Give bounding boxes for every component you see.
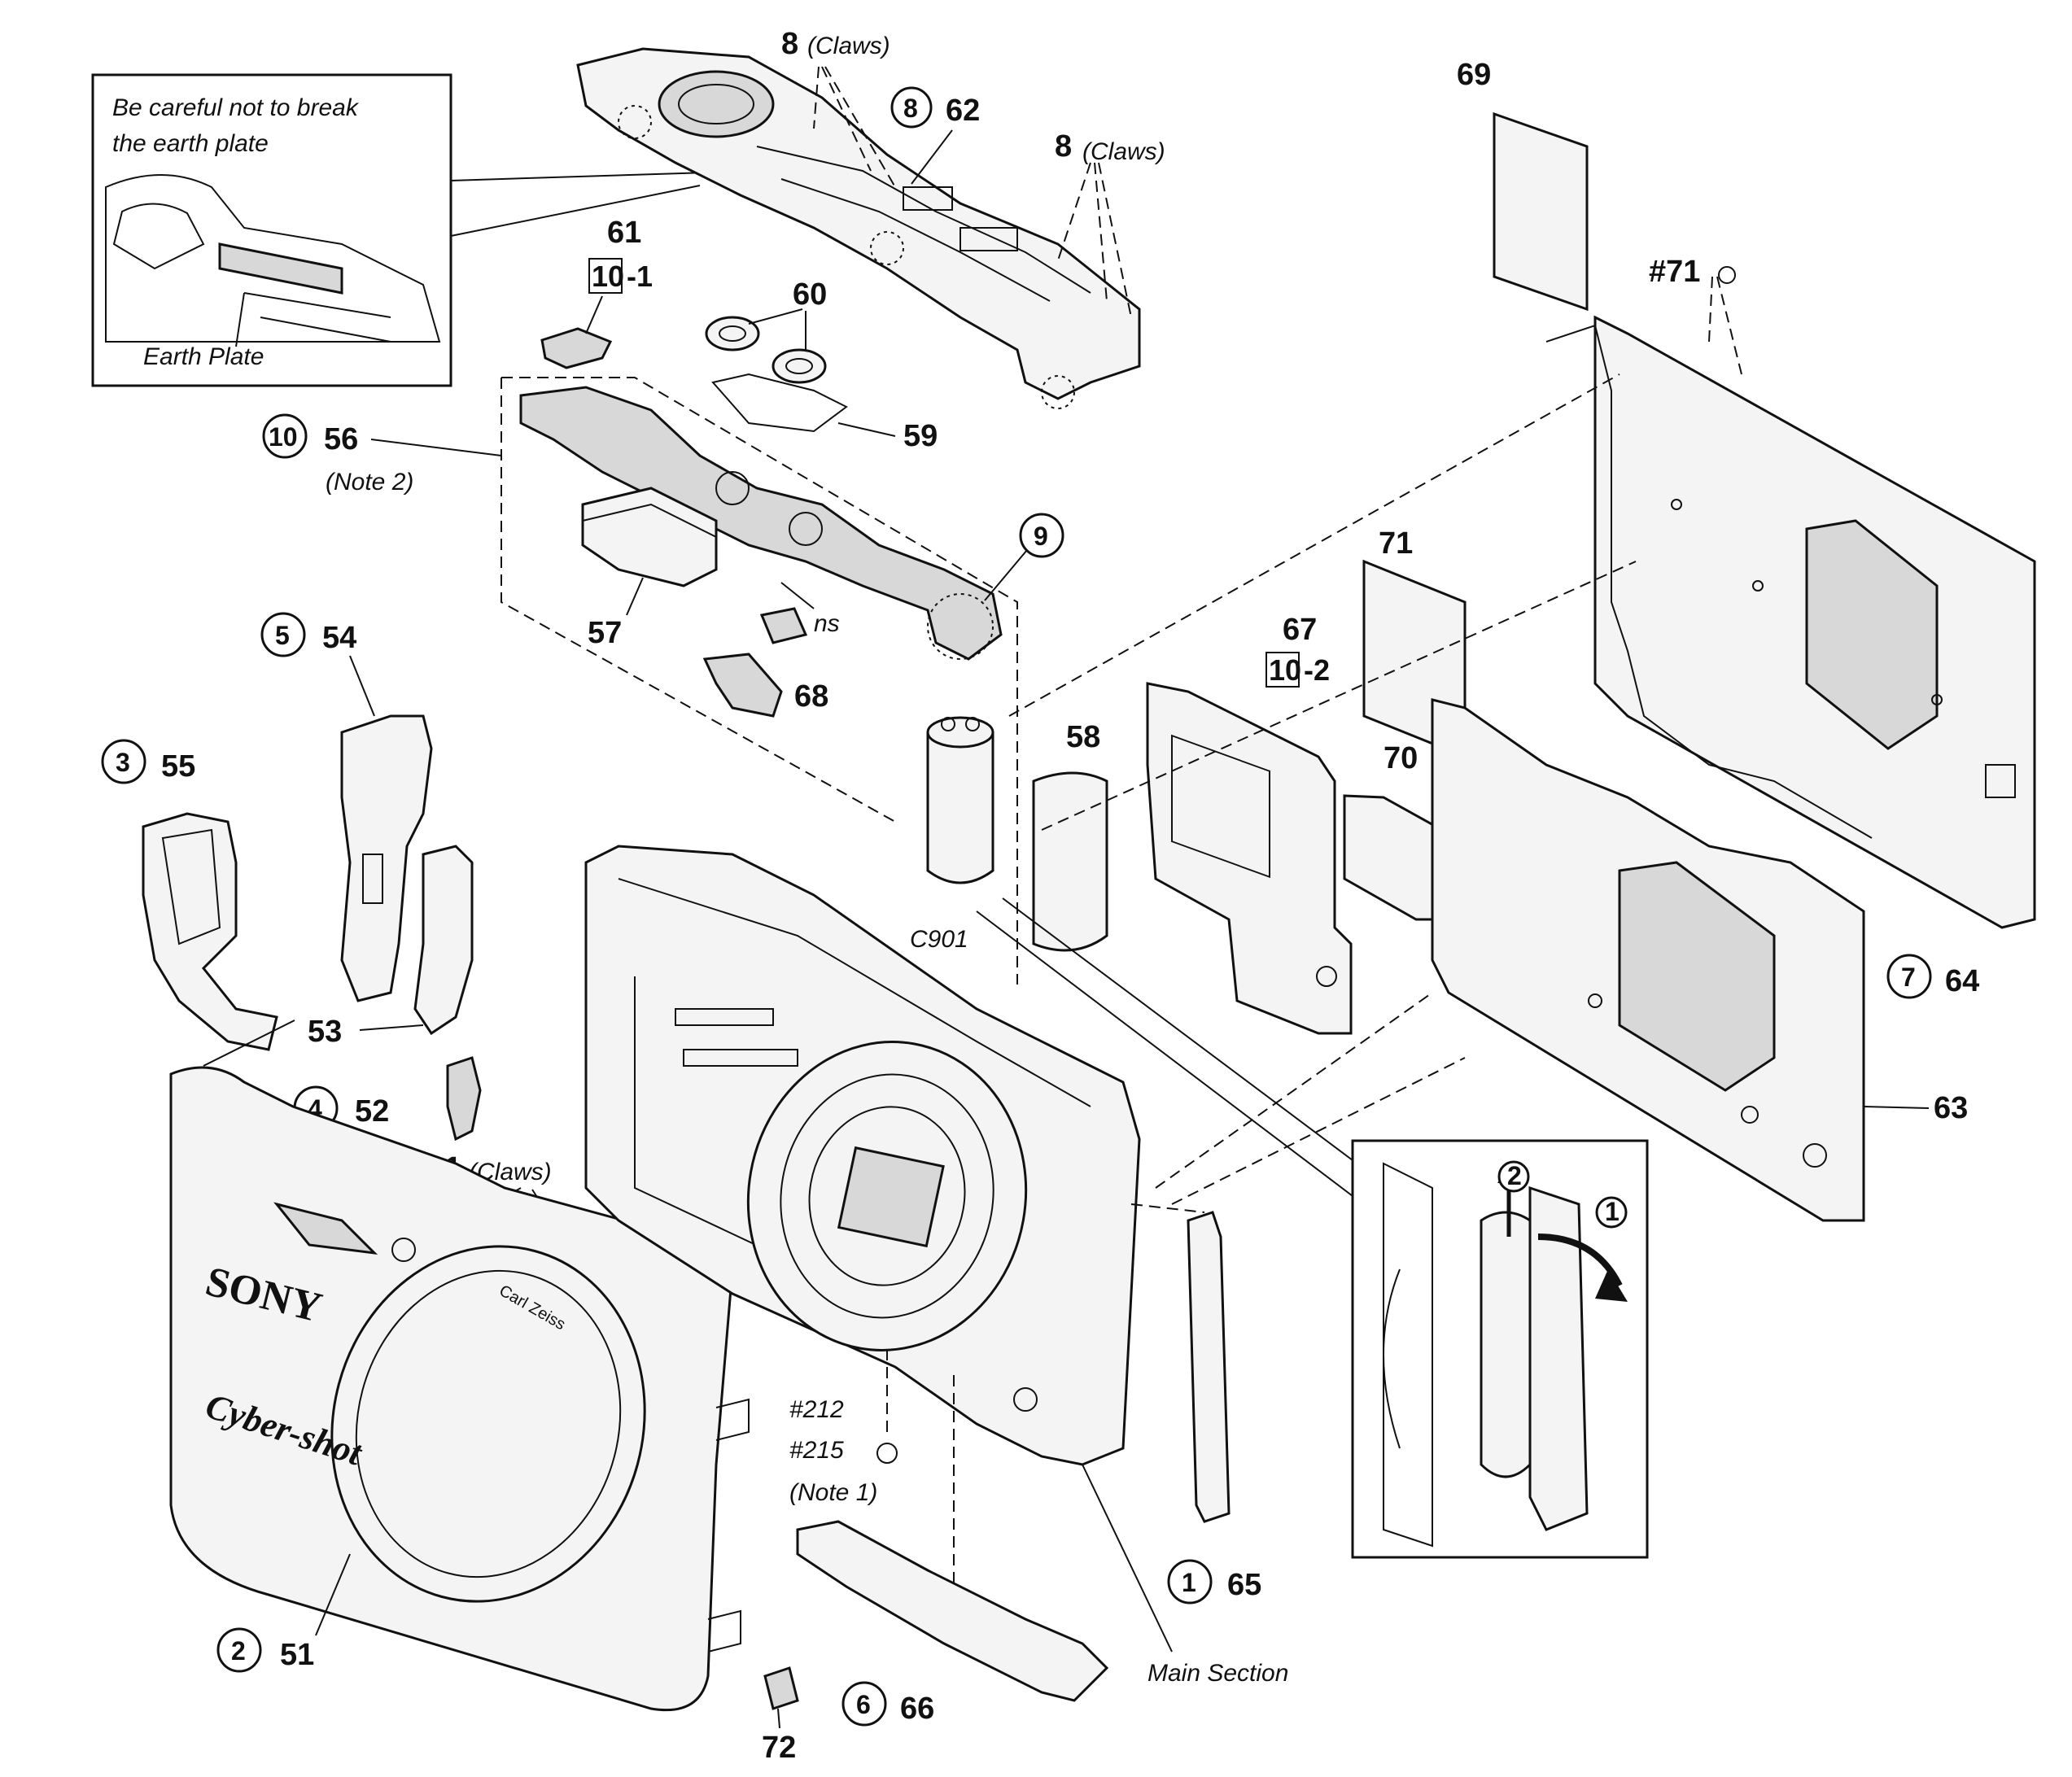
part-label-66: 66 (900, 1692, 934, 1726)
part-69-sheet (1493, 111, 1589, 312)
part-label-69: 69 (1457, 58, 1491, 92)
detail-step-2-number: 2 (1507, 1161, 1522, 1190)
step-marker-5 (260, 612, 306, 657)
step-10-number: 10 (269, 422, 298, 452)
screw-212 (876, 1443, 898, 1464)
note-1: (Note 1) (789, 1479, 877, 1506)
step-7-number: 7 (1901, 963, 1916, 992)
part-label-71: 71 (1379, 526, 1413, 561)
part-label-65: 65 (1227, 1568, 1261, 1602)
step-9-number: 9 (1034, 522, 1048, 551)
detail-step-2 (1497, 1160, 1530, 1193)
earth-plate-label: Earth Plate (143, 343, 264, 370)
washer-b (772, 348, 827, 384)
part-66-bottom (796, 1520, 1109, 1702)
group-box-56-left (501, 378, 896, 823)
part-label-55: 55 (161, 749, 195, 784)
screw-212-label: #212 (789, 1396, 844, 1423)
screw-71-label: #71 (1649, 255, 1700, 289)
screw-215-label: #215 (789, 1437, 844, 1464)
ns-part (759, 607, 808, 644)
part-label-58: 58 (1066, 720, 1100, 754)
part-label-59: 59 (903, 419, 938, 453)
top-frame-part (576, 47, 1141, 409)
step-3-number: 3 (116, 748, 130, 777)
step-marker-7 (1886, 954, 1932, 999)
part-label-62: 62 (946, 94, 980, 128)
part-label-60: 60 (793, 277, 827, 312)
step-marker-2 (216, 1627, 262, 1673)
part-label-52: 52 (355, 1094, 389, 1129)
step-marker-8 (890, 86, 933, 129)
right-claws-note: (Claws) (1082, 138, 1165, 165)
step-6-number: 6 (856, 1690, 871, 1719)
step-2-number: 2 (231, 1636, 246, 1666)
detail-step-1-number: 1 (1605, 1197, 1620, 1226)
box-10-suffix-2: -2 (1304, 653, 1330, 687)
part-58-sheet (1032, 771, 1108, 952)
box-10-number-2: 10 (1269, 653, 1301, 687)
part-61-sheet (540, 327, 613, 369)
part-label-70: 70 (1384, 741, 1418, 775)
part-ref-box-10-2 (1265, 652, 1300, 688)
part-68-bracket (702, 653, 783, 718)
screw-71 (1718, 266, 1736, 284)
part-label-64: 64 (1945, 964, 1979, 998)
step-marker-3 (101, 739, 146, 784)
step-marker-10 (262, 413, 308, 459)
part-59-sheet (711, 373, 848, 433)
step-marker-6 (841, 1681, 887, 1727)
part-label-56: 56 (324, 422, 358, 456)
part-54-bracket (340, 714, 433, 1002)
part-label-51: 51 (280, 1638, 314, 1672)
part-52-clip (446, 1056, 482, 1142)
part-label-54: 54 (322, 621, 356, 655)
capacitor-detail-inset: 2 1 (1351, 1139, 1649, 1559)
earth-note-line1: Be careful not to break (112, 94, 360, 121)
part-65-side (1187, 1211, 1231, 1523)
box-10-suffix-1: -1 (627, 260, 653, 293)
step-1-number: 1 (1182, 1568, 1196, 1597)
part-67-board (1146, 682, 1353, 1035)
top-claws-note: (Claws) (807, 33, 890, 59)
step-marker-9 (1019, 513, 1064, 558)
top-claws-count: 8 (781, 27, 798, 61)
lens-ring (330, 1245, 646, 1603)
earth-note-line2: the earth plate (112, 130, 269, 157)
part-label-53: 53 (308, 1015, 342, 1049)
part-ref-box-10-1 (588, 258, 623, 294)
detail-circle-9 (927, 593, 994, 660)
part-label-67: 67 (1283, 613, 1317, 647)
part-label-72: 72 (762, 1731, 796, 1765)
part-53-bracket (413, 845, 474, 1036)
earth-plate-inset: Be careful not to break the earth plate … (91, 73, 709, 387)
note-2: (Note 2) (326, 469, 413, 496)
step-5-number: 5 (275, 621, 290, 650)
c901-label: C901 (910, 926, 968, 953)
part-72-tab (763, 1666, 799, 1710)
detail-step-1 (1595, 1196, 1628, 1229)
washer-a (705, 316, 760, 351)
step-marker-1 (1167, 1559, 1213, 1605)
part-label-57: 57 (588, 616, 622, 650)
right-claws-count: 8 (1055, 129, 1072, 164)
step-8-number: 8 (903, 94, 918, 123)
part-label-63: 63 (1934, 1091, 1968, 1125)
part-label-68: 68 (794, 679, 828, 714)
box-10-number: 10 (592, 260, 624, 293)
ns-label: ns (814, 610, 840, 637)
part-label-61: 61 (607, 216, 641, 250)
main-section-label: Main Section (1147, 1660, 1288, 1687)
